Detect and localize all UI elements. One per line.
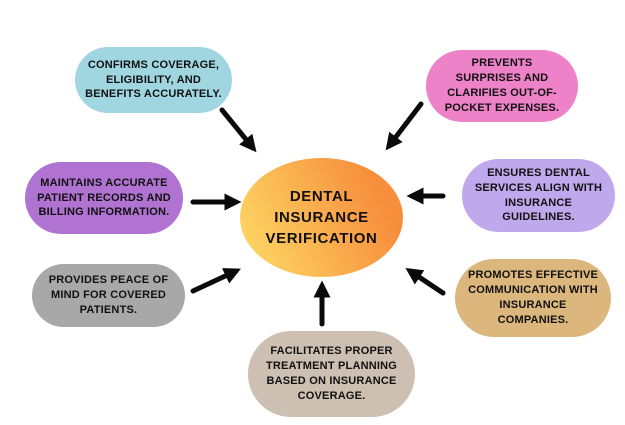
arrow-promotes-communication-to-center — [405, 267, 446, 296]
bubble-promotes-communication: PROMOTES EFFECTIVE COMMUNICATION WITH IN… — [455, 259, 611, 337]
center-node-dental-insurance-verification: DENTAL INSURANCE VERIFICATION — [240, 158, 403, 277]
bubble-confirms-coverage: CONFIRMS COVERAGE, ELIGIBILITY, AND BENE… — [75, 47, 232, 113]
bubble-label: PREVENTS SURPRISES AND CLARIFIES OUT-OF-… — [444, 57, 560, 114]
arrow-provides-peace-to-center — [190, 268, 241, 294]
bubble-maintains-records: MAINTAINS ACCURATE PATIENT RECORDS AND B… — [25, 162, 183, 234]
center-node-label: DENTAL INSURANCE VERIFICATION — [265, 188, 378, 247]
bubble-label: PROMOTES EFFECTIVE COMMUNICATION WITH IN… — [467, 269, 599, 326]
bubble-facilitates-planning: FACILITATES PROPER TREATMENT PLANNING BA… — [248, 331, 415, 417]
bubble-label: FACILITATES PROPER TREATMENT PLANNING BA… — [265, 345, 398, 402]
arrow-prevents-surprises-to-center — [385, 101, 424, 151]
bubble-label: MAINTAINS ACCURATE PATIENT RECORDS AND B… — [37, 176, 171, 219]
arrow-confirms-coverage-to-center — [219, 107, 257, 153]
bubble-label: PROVIDES PEACE OF MIND FOR COVERED PATIE… — [48, 274, 169, 316]
bubble-provides-peace-of-mind: PROVIDES PEACE OF MIND FOR COVERED PATIE… — [32, 264, 185, 327]
bubble-ensures-guidelines: ENSURES DENTAL SERVICES ALIGN WITH INSUR… — [462, 159, 615, 232]
bubble-prevents-surprises: PREVENTS SURPRISES AND CLARIFIES OUT-OF-… — [426, 50, 578, 122]
bubble-label: CONFIRMS COVERAGE, ELIGIBILITY, AND BENE… — [85, 58, 222, 101]
bubble-label: ENSURES DENTAL SERVICES ALIGN WITH INSUR… — [474, 166, 603, 224]
